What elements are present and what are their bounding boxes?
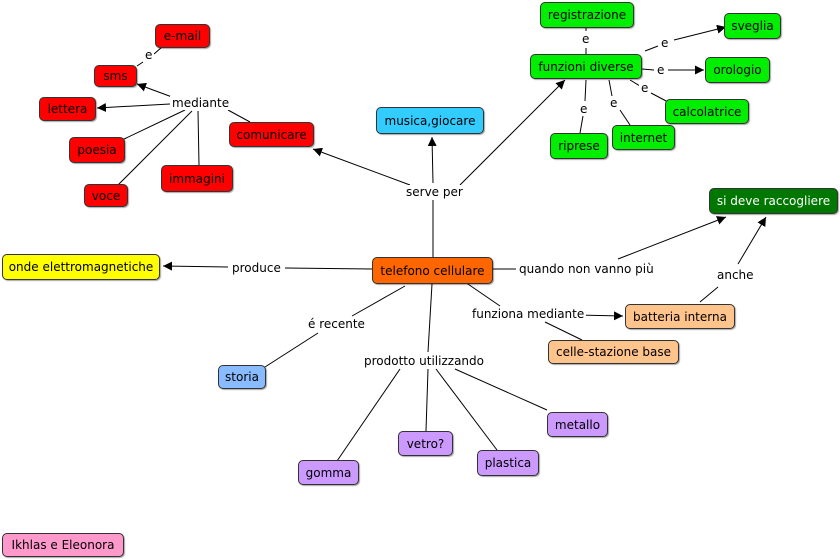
connector [136,61,144,67]
link-e-sveglia: e [659,36,671,50]
connector [96,103,171,113]
connector [699,286,719,303]
connector [197,110,200,166]
link-e-internet: e [608,96,620,110]
link-produce: produce [230,261,283,275]
link-e-registrazione: e [580,32,592,46]
connector [737,216,767,265]
connector [312,147,411,186]
node-authors: Ikhlas e Eleonora [2,533,124,557]
node-immagini[interactable]: immagini [161,165,233,192]
connector [629,79,641,87]
node-sms[interactable]: sms [94,65,137,87]
node-funzioni-diverse[interactable]: funzioni diverse [530,54,642,79]
link-mediante: mediante [170,96,232,110]
connector [136,82,173,98]
node-telefono-cellulare[interactable]: telefono cellulare [372,257,493,284]
node-riprese[interactable]: riprese [550,133,608,159]
connector [264,332,319,368]
connector [644,45,659,52]
link-serve-per: serve per [404,185,465,199]
node-lettera[interactable]: lettera [39,97,96,121]
connector [427,136,437,184]
node-storia[interactable]: storia [218,365,266,389]
node-gomma[interactable]: gomma [298,460,359,485]
connector [459,79,566,186]
connector [641,68,655,71]
connector [121,109,186,141]
node-onde-elettromagnetiche[interactable]: onde elettromagnetiche [2,254,160,280]
connector [351,285,406,317]
connector [284,267,373,270]
link-e-calcolatrice: e [639,81,651,95]
connector [673,24,727,41]
node-vetro[interactable]: vetro? [398,431,453,456]
connector [617,216,727,260]
node-poesia[interactable]: poesia [69,137,125,163]
link-anche: anche [715,268,756,282]
node-internet[interactable]: internet [612,125,675,150]
connector [619,109,631,126]
connector [584,79,587,102]
connector [425,368,429,432]
connector [454,368,548,411]
node-plastica[interactable]: plastica [477,450,539,476]
node-voce[interactable]: voce [84,184,128,207]
node-si-deve-raccogliere[interactable]: si deve raccogliere [709,188,838,214]
link-prodotto-utilizzando: prodotto utilizzando [362,354,486,368]
node-registrazione[interactable]: registrazione [540,2,634,28]
node-batteria-interna[interactable]: batteria interna [625,304,735,329]
node-celle-stazione-base[interactable]: celle-stazione base [548,340,679,364]
connector [544,321,583,341]
node-comunicare[interactable]: comunicare [229,122,314,147]
link-funziona-mediante: funziona mediante [470,307,587,321]
connector [162,261,229,271]
node-sveglia[interactable]: sveglia [724,13,781,39]
node-calcolatrice[interactable]: calcolatrice [665,99,749,124]
connector [427,283,433,353]
connector [464,281,501,307]
link-e-riprese: e [578,102,590,116]
connector [336,368,401,462]
connector [579,115,584,134]
node-metallo[interactable]: metallo [547,412,608,437]
link-e-recente: é recente [306,317,367,331]
connector [435,368,498,451]
link-quando-non-vanno-piu: quando non vanno più [517,262,656,276]
connector [153,46,163,55]
node-e-mail[interactable]: e-mail [155,24,210,48]
connector [608,79,613,97]
link-e-sms-email: e [143,48,155,62]
node-musica-giocare[interactable]: musica,giocare [376,107,484,134]
connector [116,110,193,187]
link-e-orologio: e [655,63,667,77]
node-orologio[interactable]: orologio [705,57,770,83]
connector [227,109,251,123]
